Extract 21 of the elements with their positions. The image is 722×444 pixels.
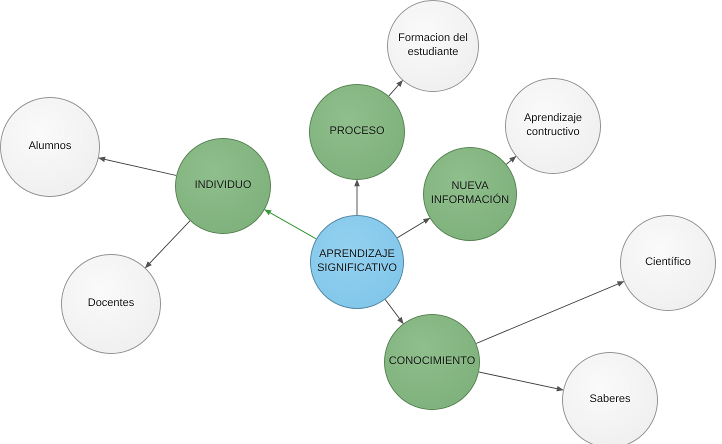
concept-label: APRENDIZAJE SIGNIFICATIVO xyxy=(316,248,398,276)
arrow xyxy=(144,220,190,268)
concept-label: Aprendizaje contructivo xyxy=(522,112,584,140)
concept-label: Docentes xyxy=(86,297,136,311)
arrow xyxy=(388,80,404,97)
arrow xyxy=(506,156,516,165)
arrow xyxy=(98,156,177,176)
concept-label: Formacion del estudiante xyxy=(397,32,469,60)
arrow xyxy=(396,218,430,238)
arrow xyxy=(354,179,360,216)
concept-label: INDIVIDUO xyxy=(194,179,252,193)
concept-label: Científico xyxy=(644,256,692,270)
concept-label: NUEVA INFORMACIÓN xyxy=(430,180,510,208)
arrow xyxy=(476,281,624,344)
concept-label: Alumnos xyxy=(28,140,72,154)
concept-label: Saberes xyxy=(588,393,632,407)
concept-label: PROCESO xyxy=(328,125,386,139)
arrow xyxy=(384,299,404,324)
concept-label: CONOCIMIENTO xyxy=(388,355,476,369)
arrow xyxy=(264,209,317,240)
arrow xyxy=(478,372,564,392)
